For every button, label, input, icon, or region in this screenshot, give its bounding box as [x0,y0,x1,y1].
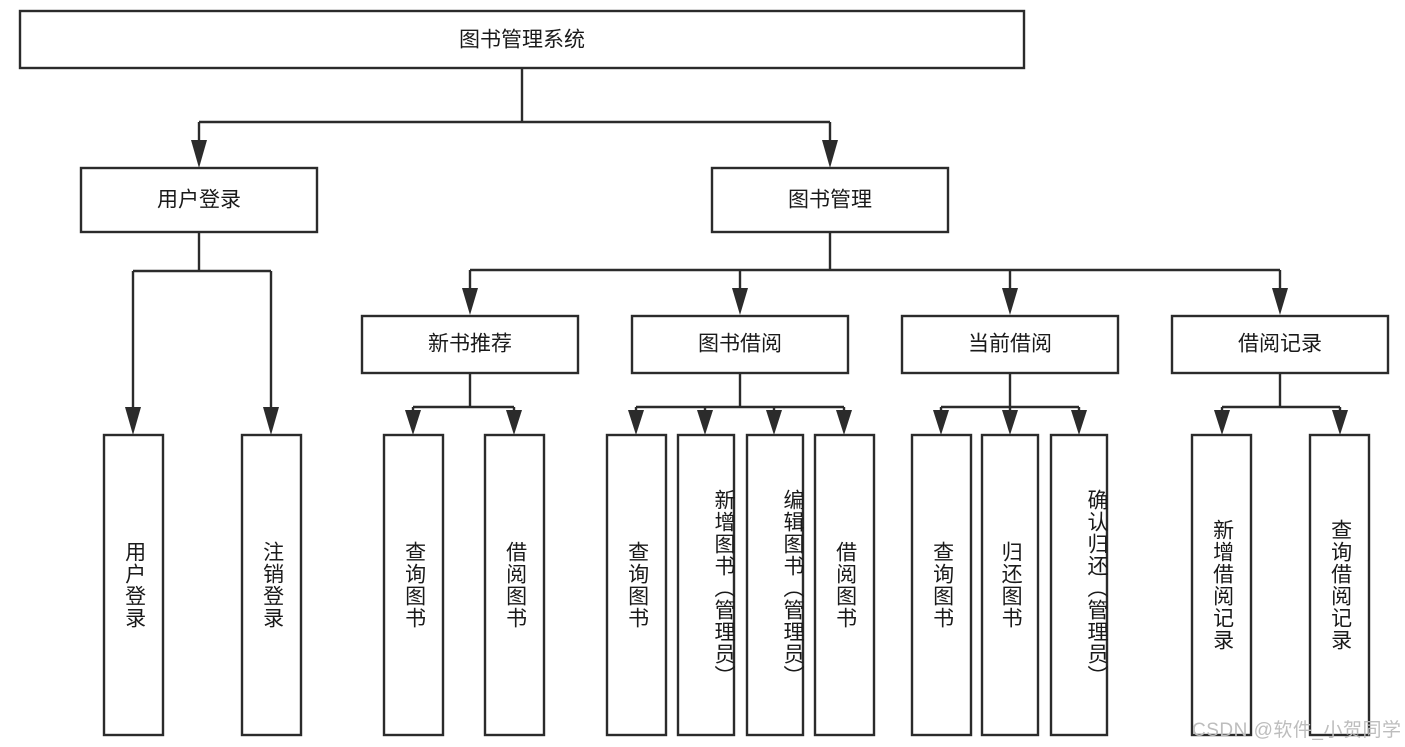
arrow-records-leaf-1 [1214,410,1230,435]
leaf-box-user-login-1[interactable] [102,433,165,737]
arrow-login-leaf-2 [263,407,279,435]
arrow-borrow-leaf-3 [766,410,782,435]
leaf-box-borrow-3[interactable] [745,433,805,737]
arrow-newbooks-leaf-2 [506,410,522,435]
node-root-box[interactable] [18,9,1026,70]
leaf-box-current-3[interactable] [1049,433,1109,737]
node-book-management-box[interactable] [710,166,950,234]
leaf-box-records-2[interactable] [1308,433,1371,737]
connector-group-book-mgmt [462,232,1288,315]
node-user-login-box[interactable] [79,166,319,234]
node-new-book-recommend-box[interactable] [360,314,580,375]
leaf-box-new-books-2[interactable] [483,433,546,737]
connector-group-new-books [405,373,522,435]
connector-group-book-borrow [628,373,852,435]
connector-group-user-login [125,232,279,435]
arrow-root-to-login [191,140,207,168]
leaf-box-borrow-4[interactable] [813,433,876,737]
node-book-borrow-box[interactable] [630,314,850,375]
leaf-box-records-1[interactable] [1190,433,1253,737]
node-book-borrow-label: 图书借阅 [698,333,782,356]
leaf-box-user-login-2[interactable] [240,433,303,737]
node-current-borrow[interactable]: 当前借阅 [900,314,1120,375]
node-borrow-records-label: 借阅记录 [1238,333,1322,356]
arrow-bookmgmt-borrow [732,288,748,315]
node-new-book-recommend-label: 新书推荐 [428,333,512,356]
node-root[interactable]: 图书管理系统 [18,9,1026,70]
node-borrow-records-box[interactable] [1170,314,1390,375]
arrow-current-leaf-3 [1071,410,1087,435]
leaf-box-new-books-1[interactable] [382,433,445,737]
arrow-borrow-leaf-1 [628,410,644,435]
arrow-borrow-leaf-4 [836,410,852,435]
arrow-newbooks-leaf-1 [405,410,421,435]
node-book-management[interactable]: 图书管理 [710,166,950,234]
csdn-watermark: CSDN @软件_小贺同学 [1192,720,1402,741]
node-book-management-label: 图书管理 [788,189,872,212]
leaf-box-current-1[interactable] [910,433,973,737]
arrow-login-leaf-1 [125,407,141,435]
arrow-records-leaf-2 [1332,410,1348,435]
leaf-box-borrow-2[interactable] [676,433,736,737]
node-user-login-label: 用户登录 [157,189,241,212]
leaf-box-current-2[interactable] [980,433,1040,737]
node-root-label: 图书管理系统 [459,29,585,52]
node-borrow-records[interactable]: 借阅记录 [1170,314,1390,375]
node-book-borrow[interactable]: 图书借阅 [630,314,850,375]
arrow-root-to-bookmgmt [822,140,838,168]
arrow-current-leaf-2 [1002,410,1018,435]
node-current-borrow-label: 当前借阅 [968,333,1052,356]
arrow-current-leaf-1 [933,410,949,435]
arrow-borrow-leaf-2 [697,410,713,435]
arrow-bookmgmt-records [1272,288,1288,315]
node-current-borrow-box[interactable] [900,314,1120,375]
leaf-box-borrow-1[interactable] [605,433,668,737]
node-user-login[interactable]: 用户登录 [79,166,319,234]
node-new-book-recommend[interactable]: 新书推荐 [360,314,580,375]
arrow-bookmgmt-new-books [462,288,478,315]
connector-group-current-borrow [933,373,1087,435]
connector-group-borrow-records [1214,373,1348,435]
connector-group-root [191,68,838,168]
arrow-bookmgmt-current [1002,288,1018,315]
